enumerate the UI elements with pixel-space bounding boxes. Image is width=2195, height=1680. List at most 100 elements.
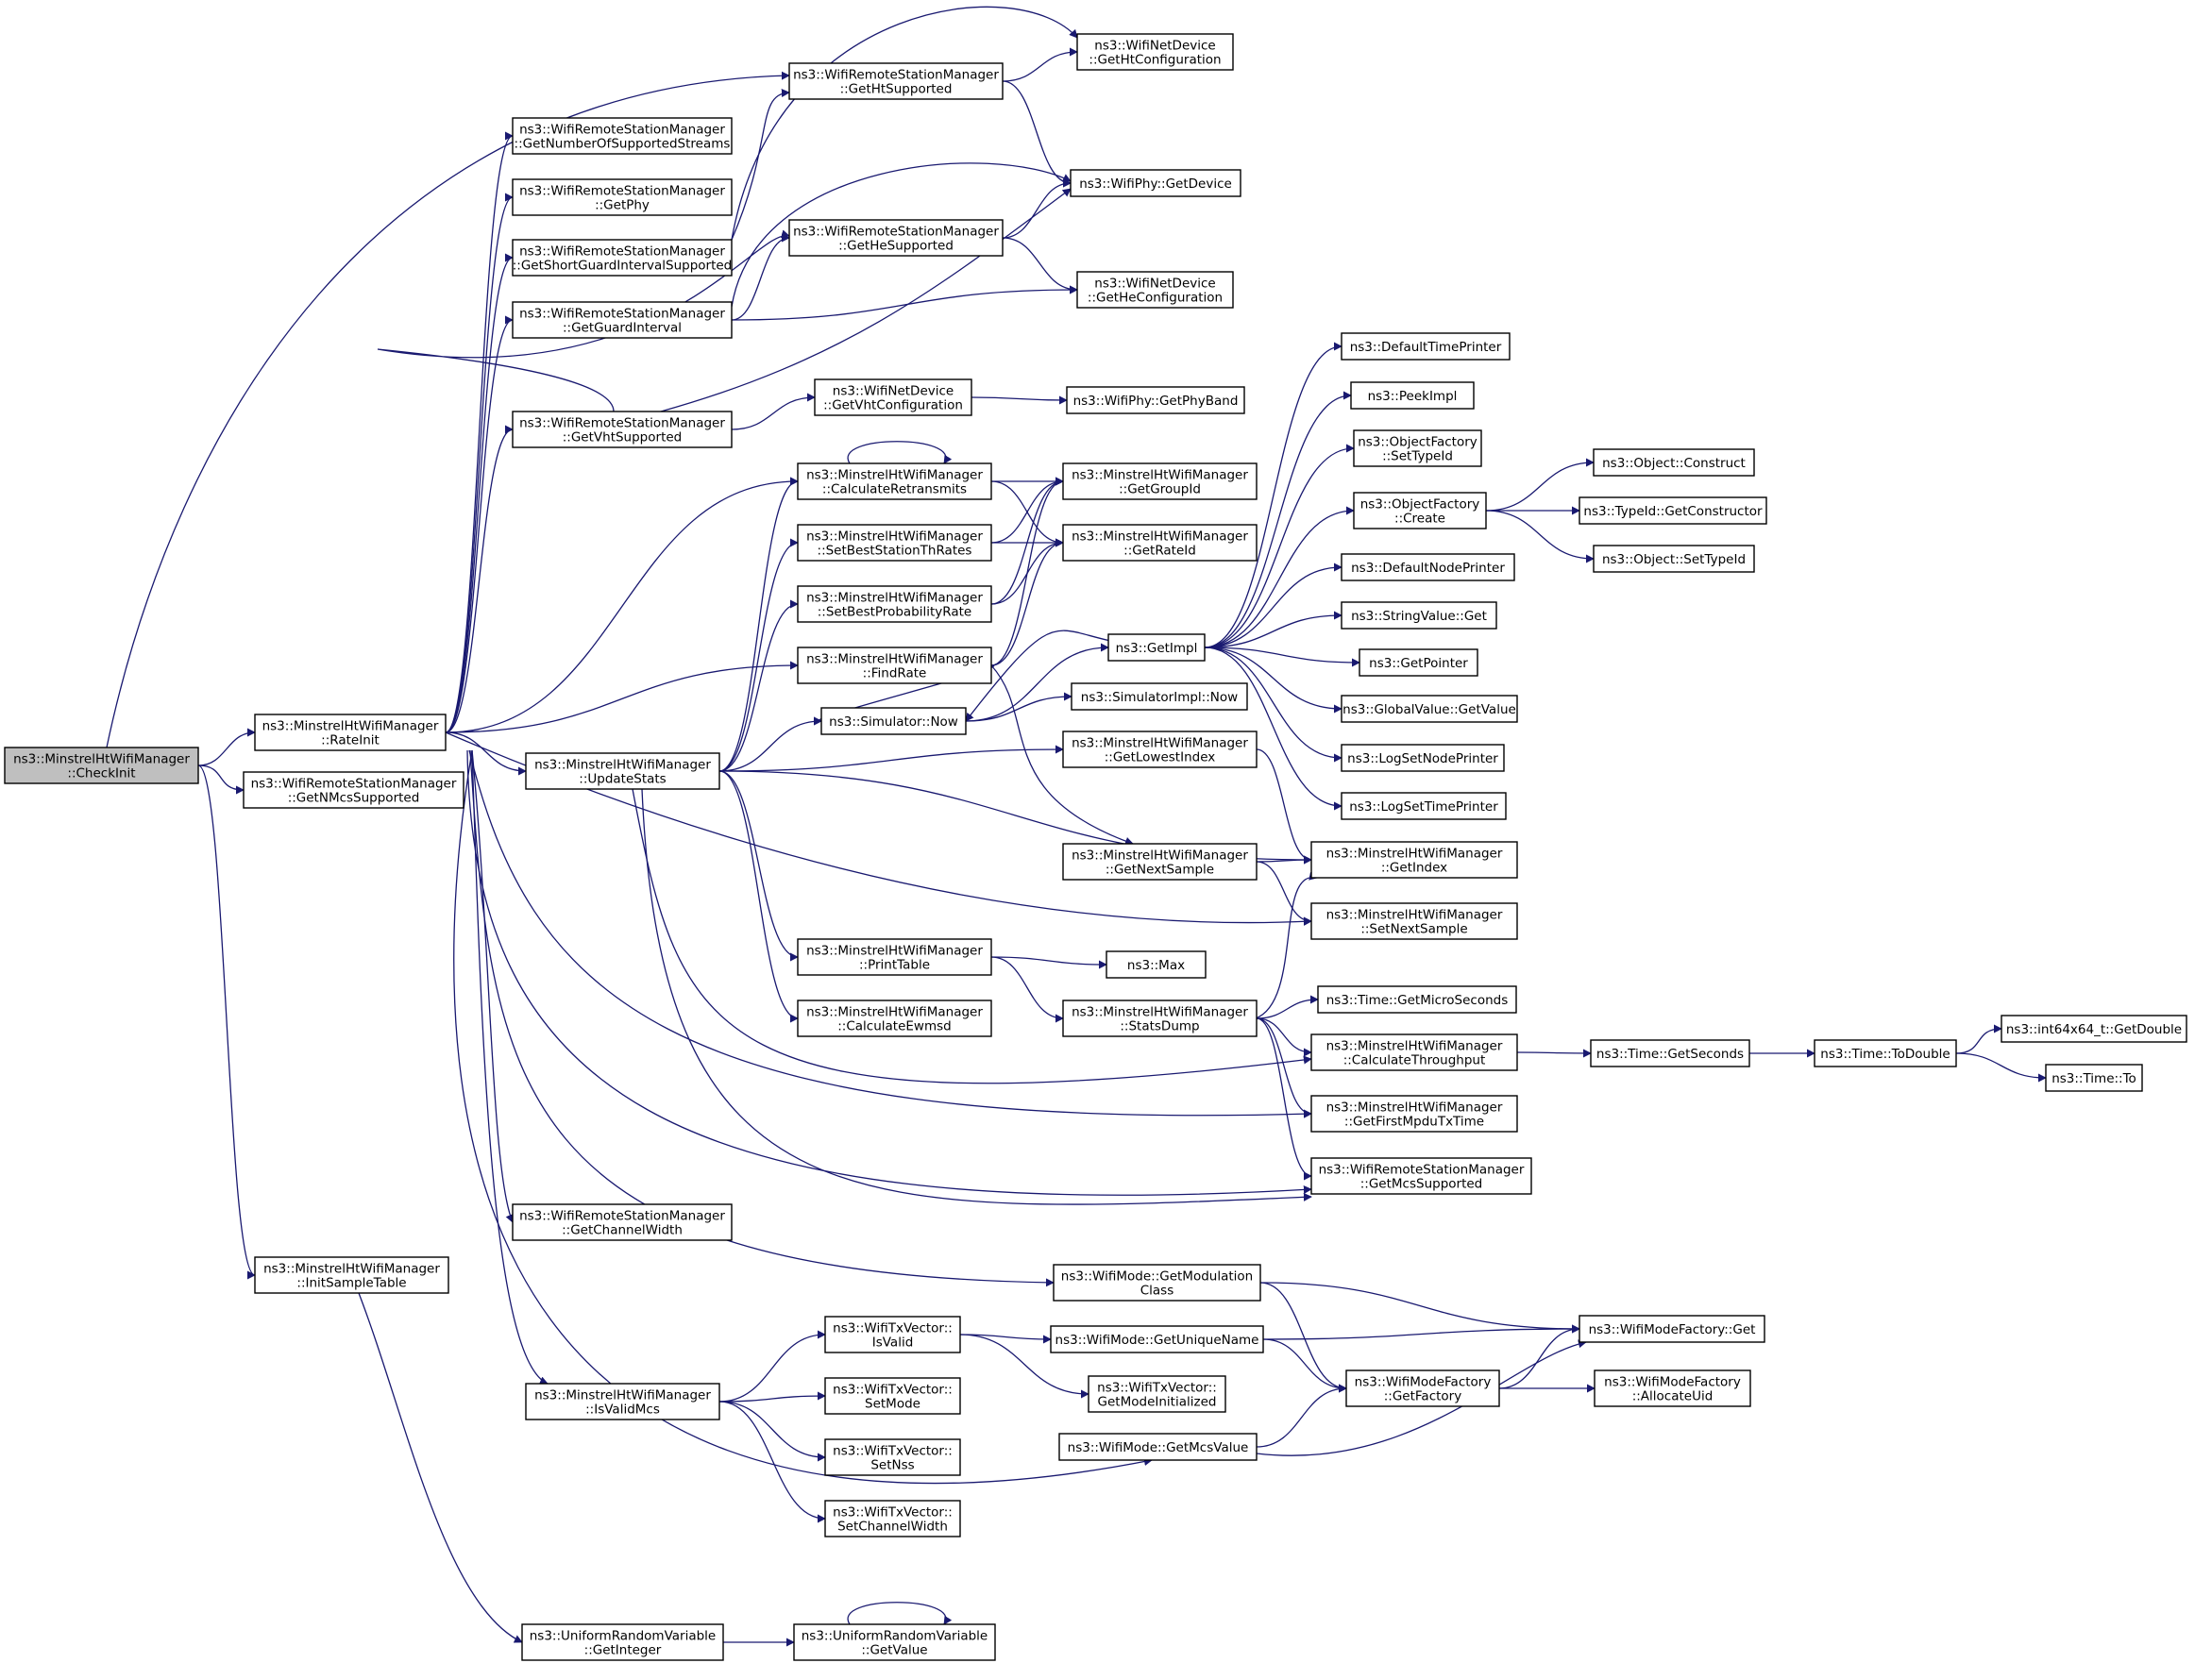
node-gethe[interactable]: ns3::WifiRemoteStationManager::GetHeSupp… — [788, 219, 1004, 257]
node-stringvalueget[interactable]: ns3::StringValue::Get — [1341, 601, 1497, 630]
node-gethtconf[interactable]: ns3::WifiNetDevice::GetHtConfiguration — [1076, 33, 1234, 71]
node-initsample[interactable]: ns3::MinstrelHtWifiManager::InitSampleTa… — [254, 1256, 449, 1294]
node-deftimeprinter[interactable]: ns3::DefaultTimePrinter — [1341, 332, 1511, 361]
node-simnow[interactable]: ns3::Simulator::Now — [820, 707, 967, 735]
node-getgroupid[interactable]: ns3::MinstrelHtWifiManager::GetGroupId — [1062, 462, 1258, 500]
node-setnextsample[interactable]: ns3::MinstrelHtWifiManager::SetNextSampl… — [1310, 902, 1518, 940]
node-getmicro[interactable]: ns3::Time::GetMicroSeconds — [1317, 985, 1517, 1014]
edge-getnextsample-to-setnextsample — [1256, 861, 1312, 926]
node-box-updatestats — [525, 752, 720, 790]
node-label-getsgi-0: ns3::WifiRemoteStationManager — [519, 244, 725, 260]
node-label-getrateid-1: ::GetRateId — [1123, 544, 1196, 559]
node-objconstruct[interactable]: ns3::Object::Construct — [1593, 448, 1755, 477]
node-calcewmsd[interactable]: ns3::MinstrelHtWifiManager::CalculateEwm… — [797, 1000, 992, 1037]
node-label-setnextsample-1: ::SetNextSample — [1360, 922, 1467, 937]
node-statsdump[interactable]: ns3::MinstrelHtWifiManager::StatsDump — [1062, 1000, 1258, 1037]
node-box-gethe — [788, 219, 1004, 257]
node-ofsettypeid[interactable]: ns3::ObjectFactory::SetTypeId — [1353, 429, 1482, 467]
node-timeto[interactable]: ns3::Time::To — [2045, 1064, 2143, 1092]
node-getmcsvalue[interactable]: ns3::WifiMode::GetMcsValue — [1058, 1433, 1258, 1461]
node-getuniquename[interactable]: ns3::WifiMode::GetUniqueName — [1050, 1325, 1264, 1353]
edge-rateinit-to-getmcsvalue — [453, 749, 1153, 1485]
node-getphy[interactable]: ns3::WifiRemoteStationManager::GetPhy — [512, 178, 733, 216]
node-max[interactable]: ns3::Max — [1106, 950, 1207, 979]
node-getnumstreams[interactable]: ns3::WifiRemoteStationManager::GetNumber… — [512, 117, 733, 155]
node-isvalidmcs[interactable]: ns3::MinstrelHtWifiManager::IsValidMcs — [525, 1383, 720, 1420]
node-getimpl[interactable]: ns3::GetImpl — [1107, 633, 1206, 662]
node-modefactoryget[interactable]: ns3::WifiModeFactory::Get — [1579, 1315, 1765, 1343]
node-box-globalvalue — [1341, 695, 1518, 723]
node-getphyband[interactable]: ns3::WifiPhy::GetPhyBand — [1066, 386, 1245, 414]
node-getpointer[interactable]: ns3::GetPointer — [1359, 648, 1478, 677]
node-uniformval[interactable]: ns3::UniformRandomVariable::GetValue — [793, 1623, 996, 1661]
node-getfirstmpdu[interactable]: ns3::MinstrelHtWifiManager::GetFirstMpdu… — [1310, 1095, 1518, 1133]
node-defnodeprinter[interactable]: ns3::DefaultNodePrinter — [1341, 553, 1515, 581]
edge-todouble-to-timeto — [1955, 1052, 2047, 1083]
node-label-txisvalid-0: ns3::WifiTxVector:: — [833, 1321, 953, 1336]
node-calcretrans[interactable]: ns3::MinstrelHtWifiManager::CalculateRet… — [797, 462, 992, 500]
node-getnextsample[interactable]: ns3::MinstrelHtWifiManager::GetNextSampl… — [1062, 843, 1258, 881]
edge-layer — [106, 6, 2047, 1647]
node-label-getindex-1: ::GetIndex — [1381, 861, 1447, 876]
node-label-modefactoryget-0: ns3::WifiModeFactory::Get — [1589, 1322, 1756, 1337]
node-simimplnow[interactable]: ns3::SimulatorImpl::Now — [1071, 682, 1248, 711]
node-box-getgi — [512, 301, 733, 339]
node-getmcssupported[interactable]: ns3::WifiRemoteStationManager::GetMcsSup… — [1310, 1157, 1532, 1195]
node-label-getht-0: ns3::WifiRemoteStationManager — [793, 68, 999, 83]
node-getgi[interactable]: ns3::WifiRemoteStationManager::GetGuardI… — [512, 301, 733, 339]
node-box-getnextsample — [1062, 843, 1258, 881]
node-getindex[interactable]: ns3::MinstrelHtWifiManager::GetIndex — [1310, 841, 1518, 879]
node-printtable[interactable]: ns3::MinstrelHtWifiManager::PrintTable — [797, 938, 992, 976]
node-updatestats[interactable]: ns3::MinstrelHtWifiManager::UpdateStats — [525, 752, 720, 790]
node-ofcreate[interactable]: ns3::ObjectFactory::Create — [1353, 492, 1487, 529]
edge-checkinit-to-getnmcs — [197, 764, 245, 795]
node-getmodeinit[interactable]: ns3::WifiTxVector::GetModeInitialized — [1088, 1375, 1226, 1413]
node-getvhtconf[interactable]: ns3::WifiNetDevice::GetVhtConfiguration — [814, 378, 972, 416]
node-rateinit[interactable]: ns3::MinstrelHtWifiManager::RateInit — [254, 714, 447, 751]
node-todouble[interactable]: ns3::Time::ToDouble — [1814, 1039, 1957, 1067]
node-getdevice[interactable]: ns3::WifiPhy::GetDevice — [1070, 169, 1241, 197]
node-label-getlowest-0: ns3::MinstrelHtWifiManager — [1072, 736, 1248, 751]
node-getvht[interactable]: ns3::WifiRemoteStationManager::GetVhtSup… — [512, 411, 733, 448]
node-label-getgroupid-0: ns3::MinstrelHtWifiManager — [1072, 468, 1248, 483]
node-uniformint[interactable]: ns3::UniformRandomVariable::GetInteger — [521, 1623, 724, 1661]
node-getfactory[interactable]: ns3::WifiModeFactory::GetFactory — [1345, 1369, 1500, 1407]
node-txisvalid[interactable]: ns3::WifiTxVector::IsValid — [824, 1316, 961, 1353]
node-label-getmodclass-0: ns3::WifiMode::GetModulation — [1061, 1269, 1253, 1285]
node-box-getgroupid — [1062, 462, 1258, 500]
node-getheconf[interactable]: ns3::WifiNetDevice::GetHeConfiguration — [1076, 271, 1234, 309]
node-getchwidth[interactable]: ns3::WifiRemoteStationManager::GetChanne… — [512, 1203, 733, 1241]
node-getseconds[interactable]: ns3::Time::GetSeconds — [1590, 1039, 1750, 1067]
edge-getuniquename-to-modefactoryget — [1262, 1324, 1580, 1340]
node-label-rateinit-0: ns3::MinstrelHtWifiManager — [262, 719, 439, 734]
node-getrateid[interactable]: ns3::MinstrelHtWifiManager::GetRateId — [1062, 524, 1258, 562]
edge-updatestats-to-setbeststath — [718, 538, 799, 772]
node-label-int64getdouble-0: ns3::int64x64_t::GetDouble — [2006, 1022, 2182, 1037]
node-peekimpl[interactable]: ns3::PeekImpl — [1350, 381, 1475, 410]
node-typeidgetctor[interactable]: ns3::TypeId::GetConstructor — [1579, 496, 1767, 525]
node-setbeststath[interactable]: ns3::MinstrelHtWifiManager::SetBestStati… — [797, 524, 992, 562]
node-label-initsample-0: ns3::MinstrelHtWifiManager — [263, 1262, 440, 1277]
node-getht[interactable]: ns3::WifiRemoteStationManager::GetHtSupp… — [788, 62, 1004, 100]
node-box-int64getdouble — [2001, 1015, 2187, 1043]
node-logsetnode[interactable]: ns3::LogSetNodePrinter — [1341, 744, 1505, 772]
node-getsgi[interactable]: ns3::WifiRemoteStationManager::GetShortG… — [512, 239, 733, 277]
edge-rateinit-to-getnumstreams — [445, 131, 514, 733]
node-findrate[interactable]: ns3::MinstrelHtWifiManager::FindRate — [797, 647, 992, 684]
edge-rateinit-to-setnextsample — [445, 731, 1312, 926]
node-txsetnss[interactable]: ns3::WifiTxVector::SetNss — [824, 1438, 961, 1476]
node-box-simimplnow — [1071, 682, 1248, 711]
node-int64getdouble[interactable]: ns3::int64x64_t::GetDouble — [2001, 1015, 2187, 1043]
node-checkinit[interactable]: ns3::MinstrelHtWifiManager::CheckInit — [4, 747, 199, 784]
node-calcthroughput[interactable]: ns3::MinstrelHtWifiManager::CalculateThr… — [1310, 1033, 1518, 1071]
node-txsetcw[interactable]: ns3::WifiTxVector::SetChannelWidth — [824, 1500, 961, 1537]
node-objsettypeid[interactable]: ns3::Object::SetTypeId — [1593, 545, 1755, 573]
node-logsettime[interactable]: ns3::LogSetTimePrinter — [1341, 792, 1507, 820]
node-globalvalue[interactable]: ns3::GlobalValue::GetValue — [1341, 695, 1518, 723]
node-allocateuid[interactable]: ns3::WifiModeFactory::AllocateUid — [1594, 1369, 1751, 1407]
node-getnmcs[interactable]: ns3::WifiRemoteStationManager::GetNMcsSu… — [243, 771, 464, 809]
node-getlowest[interactable]: ns3::MinstrelHtWifiManager::GetLowestInd… — [1062, 731, 1258, 768]
node-txsetmode[interactable]: ns3::WifiTxVector::SetMode — [824, 1377, 961, 1415]
node-setbestprob[interactable]: ns3::MinstrelHtWifiManager::SetBestProba… — [797, 585, 992, 623]
